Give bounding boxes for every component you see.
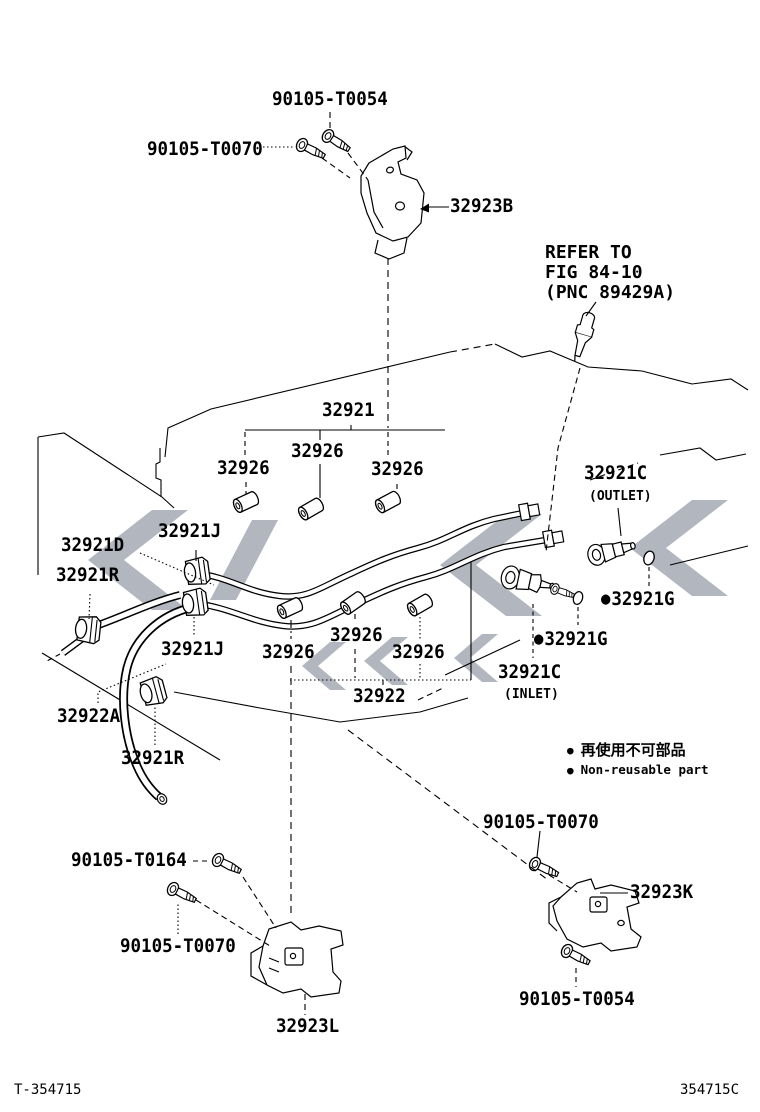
union-outlet-drawing [587,541,636,566]
oring-32921g-lower [572,591,584,605]
label-32921c-inlet: 32921C [498,661,562,683]
label-90105-t0054-top: 90105-T0054 [272,88,388,110]
figure-code-left: T-354715 [14,1082,82,1098]
label-32922a: 32922A [57,705,121,727]
non-reusable-bullet: ● [567,763,574,777]
label-32926-top-right: 32926 [371,458,424,480]
bolt-90105-t0070-bottom-left [164,879,200,908]
sensor-89429a-drawing [574,311,596,362]
label-32921r-upper: 32921R [56,564,120,586]
bracket-32923b-drawing [360,145,425,260]
spacer-32926-6 [405,592,435,618]
bolt-90105-t0054-top [319,126,354,156]
oring-32921g-upper [643,550,655,566]
label-90105-t0164: 90105-T0164 [71,849,187,871]
label-32922: 32922 [353,685,406,707]
legend-en-text: Non-reusable part [580,762,709,777]
label-inlet-sub: (INLET) [504,687,559,702]
label-90105-t0070-right: 90105-T0070 [483,811,599,833]
label-90105-t0070-bl: 90105-T0070 [120,935,236,957]
label-32926-top-mid: 32926 [291,440,344,462]
bracket-32923l-drawing [250,921,344,998]
non-reusable-bullet: ● [534,629,544,649]
bolt-90105-t0164 [209,850,245,879]
union-inlet-drawing [500,565,555,594]
label-32926-bot-mid: 32926 [330,624,383,646]
label-outlet-sub: (OUTLET) [589,489,652,504]
figure-code-right: 354715C [680,1082,740,1098]
engine-outline [37,343,749,761]
spacer-32926-3 [373,489,403,515]
label-32921d: 32921D [61,534,125,556]
label-32926-bot-left: 32926 [262,641,315,663]
legend-jp-text: 再使用不可部品 [580,741,686,759]
label-90105-t0070-top: 90105-T0070 [147,138,263,160]
label-32921c-outlet: 32921C [584,462,648,484]
label-32923b: 32923B [450,195,514,217]
label-32926-top-left: 32926 [217,457,270,479]
label-32921r-lower: 32921R [121,747,185,769]
bracket-32923k-drawing [548,878,642,952]
inlet-hex-fitting [548,581,577,602]
label-32923l: 32923L [276,1015,340,1037]
clip-32921r-upper [73,614,103,645]
non-reusable-bullet: ● [567,744,574,757]
non-reusable-bullet: ● [601,589,611,609]
spacer-32926-2 [296,496,326,522]
label-32921g-lower: ●32921G [534,628,608,650]
legend-jp-line: ● 再使用不可部品 [567,743,686,758]
label-90105-t0054-bot: 90105-T0054 [519,988,635,1010]
label-32921: 32921 [322,399,375,421]
watermark [88,500,728,690]
label-32923k: 32923K [630,881,694,903]
leader-lines [46,112,650,1015]
label-32921j-upper: 32921J [158,520,222,542]
label-32921j-lower: 32921J [161,638,225,660]
label-32926-bot-right: 32926 [392,641,445,663]
label-32921g-upper: ●32921G [601,588,675,610]
clip-32921r-lower [136,674,169,709]
legend-en-line: ● Non-reusable part [567,762,709,777]
spacer-32926-4 [275,595,305,621]
